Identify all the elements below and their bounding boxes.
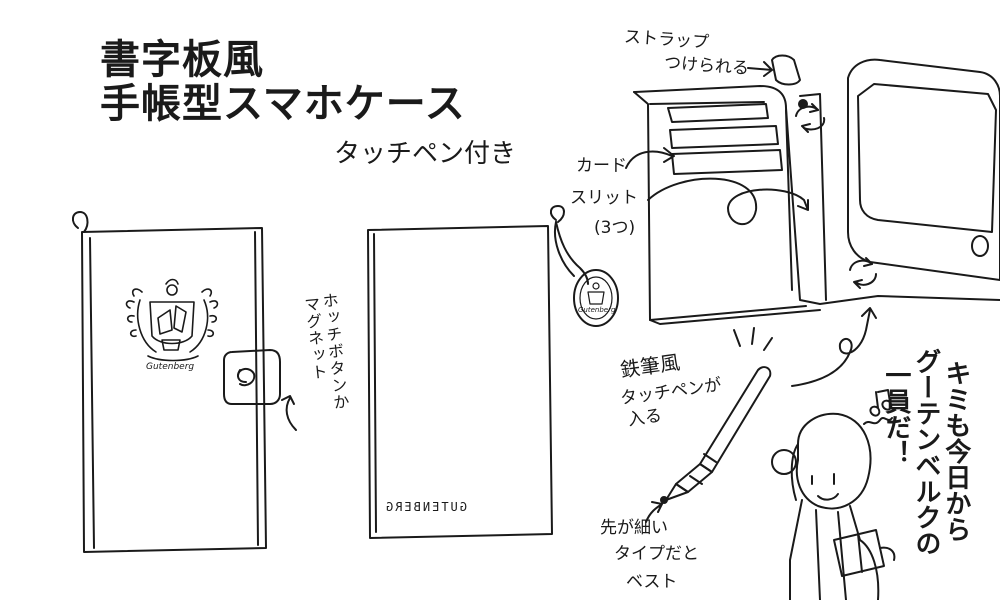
music-note-icon xyxy=(863,389,893,425)
crest-emblem-icon xyxy=(125,278,219,362)
tip-note-line-2: タイプだと xyxy=(614,544,699,564)
tip-note-line-1: 先が細い xyxy=(600,518,668,538)
closed-case-front xyxy=(72,211,267,553)
subtitle: タッチペン付き xyxy=(334,139,517,169)
title-line-2: 手帳型スマホケース xyxy=(100,81,466,127)
pen-note-line-3: 入る xyxy=(626,405,664,431)
open-case xyxy=(633,85,1000,325)
clasp-icon xyxy=(223,349,281,405)
card-note-line-1: カード xyxy=(576,156,627,176)
clasp-note-arrow-icon xyxy=(281,395,297,431)
mirrored-brand-text: GUTENBERG xyxy=(384,500,468,514)
pen-slot-arrow-icon xyxy=(791,307,877,387)
tip-note-line-3: ベスト xyxy=(626,572,678,592)
closed-case-back xyxy=(367,205,589,539)
slit-curl-icon xyxy=(647,177,809,226)
sparkle-icon xyxy=(733,327,773,351)
strap-ring-icon xyxy=(771,54,877,289)
slogan-col-2: グーテンベルクの xyxy=(910,348,941,556)
title-line-1: 書字板風 xyxy=(100,37,264,83)
slogan-col-3: 一員だ！ xyxy=(880,362,911,466)
charm-icon xyxy=(573,269,619,327)
card-note-line-2: スリット xyxy=(570,188,638,208)
charm-brand-text: Gutenberg xyxy=(578,306,616,314)
girl-character-icon xyxy=(771,412,896,600)
card-note-line-3: (3つ) xyxy=(594,218,636,238)
slogan-col-1: キミも今日から xyxy=(940,360,971,542)
cover-brand-text: Gutenberg xyxy=(146,362,195,372)
stylus-pen-icon xyxy=(660,327,773,504)
tip-arrow-icon xyxy=(645,501,663,523)
strap-arrow-icon xyxy=(747,61,773,77)
phone-icon xyxy=(847,58,1000,281)
card-arrow-icon xyxy=(625,147,675,169)
